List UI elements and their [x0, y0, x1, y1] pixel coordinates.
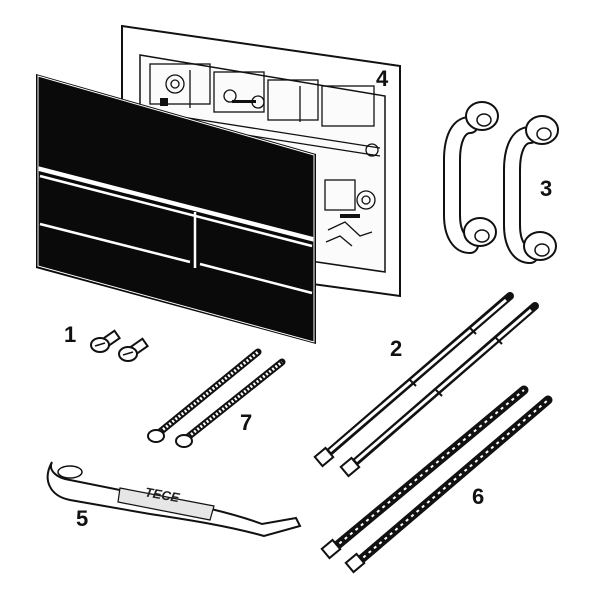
callout-4: 4	[376, 66, 389, 91]
callout-7: 7	[240, 410, 252, 435]
callout-6: 6	[472, 484, 484, 509]
small-screw-2	[118, 337, 149, 362]
long-screw-1	[147, 348, 262, 443]
threaded-rod-1	[320, 385, 529, 560]
callout-3: 3	[540, 176, 552, 201]
handle-bracket-left	[443, 101, 499, 254]
long-rod-2	[339, 302, 539, 478]
long-rod-1	[313, 292, 514, 468]
threaded-rod-2	[344, 395, 553, 574]
callout-5: 5	[76, 506, 88, 531]
callout-2: 2	[390, 336, 402, 361]
handle-bracket-right	[503, 115, 559, 264]
key-tool: TECE	[46, 461, 302, 538]
small-screw-1	[90, 329, 121, 353]
long-screw-2	[175, 358, 286, 448]
key-tool-logo: TECE	[144, 484, 181, 505]
callout-1: 1	[64, 322, 76, 347]
actuator-panel	[36, 74, 316, 344]
